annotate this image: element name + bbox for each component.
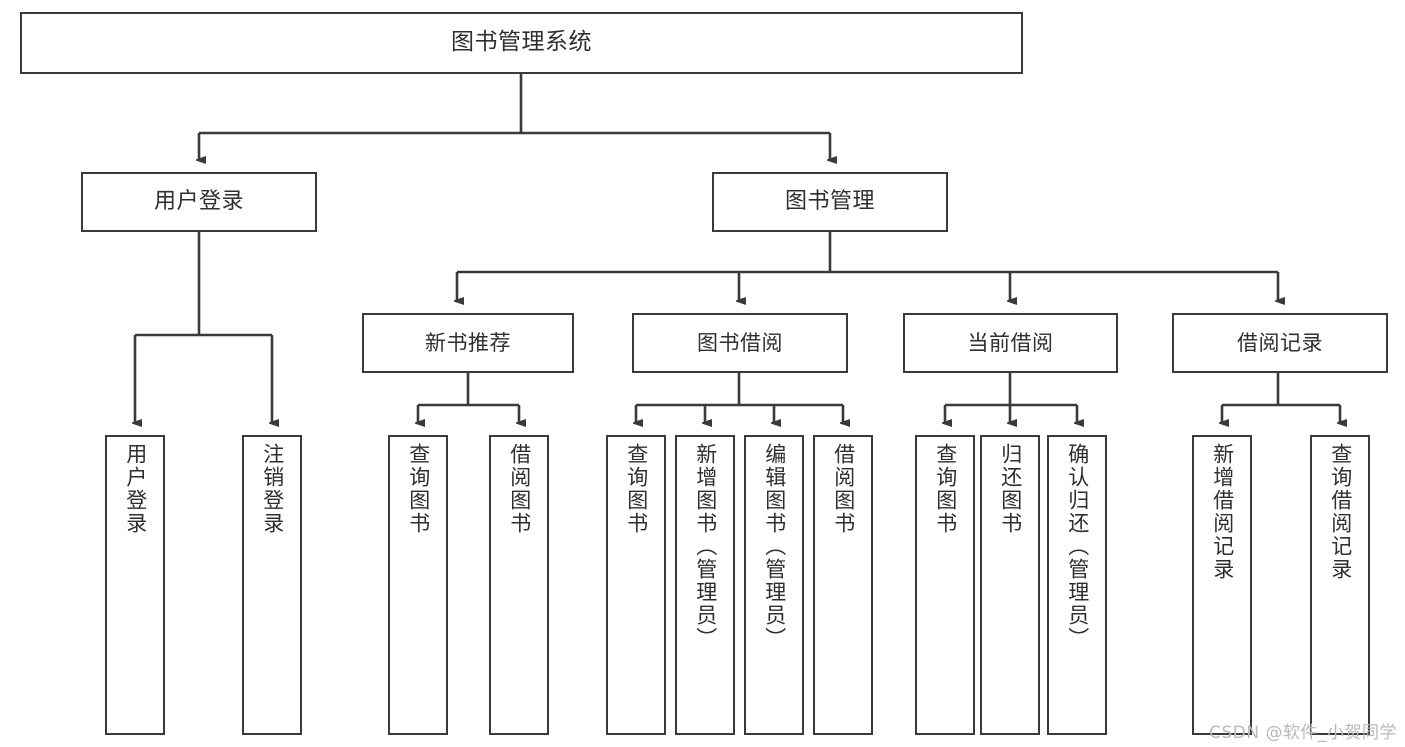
- node-label: 查询图书: [933, 443, 958, 535]
- node-new-book-recommend[interactable]: 新书推荐: [362, 313, 574, 373]
- leaf-book-borrow-edit[interactable]: 编辑图书（管理员）: [744, 435, 804, 735]
- node-label: 图书管理系统: [451, 29, 592, 56]
- node-book-borrow[interactable]: 图书借阅: [632, 313, 848, 373]
- node-label: 查询借阅记录: [1328, 443, 1353, 581]
- node-label: 用户登录: [153, 189, 244, 215]
- node-root-system[interactable]: 图书管理系统: [20, 12, 1023, 74]
- leaf-book-borrow-add[interactable]: 新增图书（管理员）: [675, 435, 735, 735]
- node-current-borrow[interactable]: 当前借阅: [903, 313, 1118, 373]
- node-label: 新书推荐: [425, 330, 511, 355]
- node-label: 注销登录: [260, 443, 285, 535]
- node-label: 新增图书（管理员）: [693, 443, 718, 650]
- node-label: 当前借阅: [967, 330, 1054, 355]
- leaf-user-login-signin[interactable]: 用户登录: [105, 435, 165, 735]
- node-user-login[interactable]: 用户登录: [81, 172, 317, 232]
- leaf-book-borrow-borrow[interactable]: 借阅图书: [813, 435, 873, 735]
- leaf-current-borrow-return[interactable]: 归还图书: [980, 435, 1040, 735]
- node-label: 借阅记录: [1237, 330, 1323, 355]
- leaf-new-book-query[interactable]: 查询图书: [388, 435, 448, 735]
- node-label: 查询图书: [406, 443, 431, 535]
- node-book-management[interactable]: 图书管理: [712, 172, 948, 232]
- leaf-borrow-record-add[interactable]: 新增借阅记录: [1192, 435, 1252, 735]
- leaf-user-login-signout[interactable]: 注销登录: [242, 435, 302, 735]
- node-label: 查询图书: [624, 443, 649, 535]
- node-borrow-record[interactable]: 借阅记录: [1172, 313, 1388, 373]
- node-label: 编辑图书（管理员）: [762, 443, 787, 650]
- node-label: 归还图书: [998, 443, 1023, 535]
- node-label: 图书管理: [784, 189, 875, 215]
- leaf-new-book-borrow[interactable]: 借阅图书: [489, 435, 549, 735]
- node-label: 确认归还（管理员）: [1065, 443, 1090, 650]
- node-label: 图书借阅: [697, 330, 783, 355]
- leaf-book-borrow-query[interactable]: 查询图书: [606, 435, 666, 735]
- leaf-current-borrow-confirm-return[interactable]: 确认归还（管理员）: [1047, 435, 1107, 735]
- node-label: 借阅图书: [507, 443, 532, 535]
- node-label: 用户登录: [123, 443, 148, 535]
- node-label: 新增借阅记录: [1210, 443, 1235, 581]
- csdn-watermark: CSDN @软件_小贺同学: [1209, 723, 1397, 743]
- node-label: 借阅图书: [831, 443, 856, 535]
- leaf-current-borrow-query[interactable]: 查询图书: [915, 435, 975, 735]
- leaf-borrow-record-query[interactable]: 查询借阅记录: [1310, 435, 1370, 735]
